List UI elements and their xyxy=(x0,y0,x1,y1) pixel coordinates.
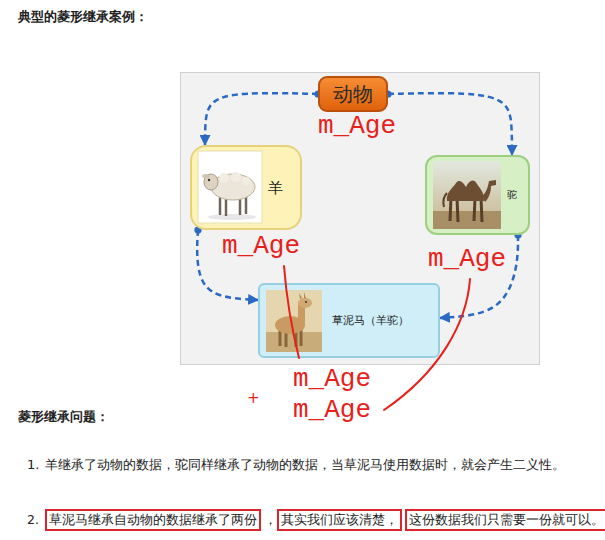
node-label: 草泥马（羊驼） xyxy=(332,314,409,327)
shadow xyxy=(208,214,256,220)
derived-class-box: 驼 xyxy=(425,155,530,235)
red-pen-stroke xyxy=(284,266,299,358)
list-item: 1. 羊继承了动物的数据，驼同样继承了动物的数据，当草泥马使用数据时，就会产生二义… xyxy=(27,457,565,474)
sheep-eye xyxy=(208,179,210,181)
alpaca-legs xyxy=(280,328,301,347)
node-label: 驼 xyxy=(507,189,517,201)
sheep-ear xyxy=(202,174,210,178)
alpaca-head xyxy=(298,298,312,308)
boxed-note: 这份数据我们只需要一份就可以。 xyxy=(405,509,605,531)
page-heading: 典型的菱形继承案例： xyxy=(18,9,148,25)
camel-neck xyxy=(482,180,496,202)
list-text: 羊继承了动物的数据，驼同样继承了动物的数据，当草泥马使用数据时，就会产生二义性。 xyxy=(45,457,565,474)
wool xyxy=(242,177,250,185)
member-note: m_Age xyxy=(293,397,371,423)
base-class-box: 动物 xyxy=(318,76,388,112)
sheep-head xyxy=(204,174,218,190)
sheep-legs xyxy=(220,195,246,216)
boxed-note: 草泥马继承自动物的数据继承了两份 xyxy=(45,509,261,531)
alpaca-body xyxy=(275,316,305,334)
list-number: 1. xyxy=(27,457,39,474)
red-pen-stroke xyxy=(384,279,470,410)
member-note: m_Age xyxy=(428,246,506,272)
alpaca-ears xyxy=(299,292,306,299)
wool xyxy=(231,172,241,182)
sand xyxy=(266,332,322,352)
list-item: 2. 草泥马继承自动物的数据继承了两份，其实我们应该清楚，这份数据我们只需要一份就… xyxy=(27,509,605,531)
wool xyxy=(219,173,229,183)
camel-tail xyxy=(443,193,447,207)
alpaca-eye xyxy=(305,301,307,303)
section-heading: 菱形继承问题： xyxy=(18,409,109,425)
inheritance-arrow xyxy=(388,93,512,155)
picture-frame xyxy=(198,151,262,223)
diamond-child-box: 草泥马（羊驼） xyxy=(258,283,440,358)
plus-mark: + xyxy=(247,389,260,407)
picture-ground xyxy=(433,161,501,229)
camel-body xyxy=(447,180,484,201)
sheep-picture xyxy=(198,151,262,223)
boxed-note: 其实我们应该清楚， xyxy=(277,509,402,531)
member-note: m_Age xyxy=(222,233,300,259)
list-text: ， xyxy=(264,512,277,528)
picture-ground xyxy=(266,290,322,352)
node-label: 羊 xyxy=(268,179,283,197)
inheritance-arrow xyxy=(205,93,318,145)
member-note: m_Age xyxy=(318,113,396,139)
camel-picture xyxy=(433,161,501,229)
derived-class-box: 羊 xyxy=(190,145,302,230)
alpaca-neck xyxy=(298,303,305,327)
node-label: 动物 xyxy=(333,82,373,106)
sand xyxy=(433,211,501,229)
camel-legs xyxy=(450,197,482,222)
panel-ground xyxy=(181,73,540,365)
alpaca-picture xyxy=(266,290,322,352)
list-number: 2. xyxy=(27,512,39,528)
sheep-body xyxy=(211,174,255,200)
member-note: m_Age xyxy=(293,366,371,392)
